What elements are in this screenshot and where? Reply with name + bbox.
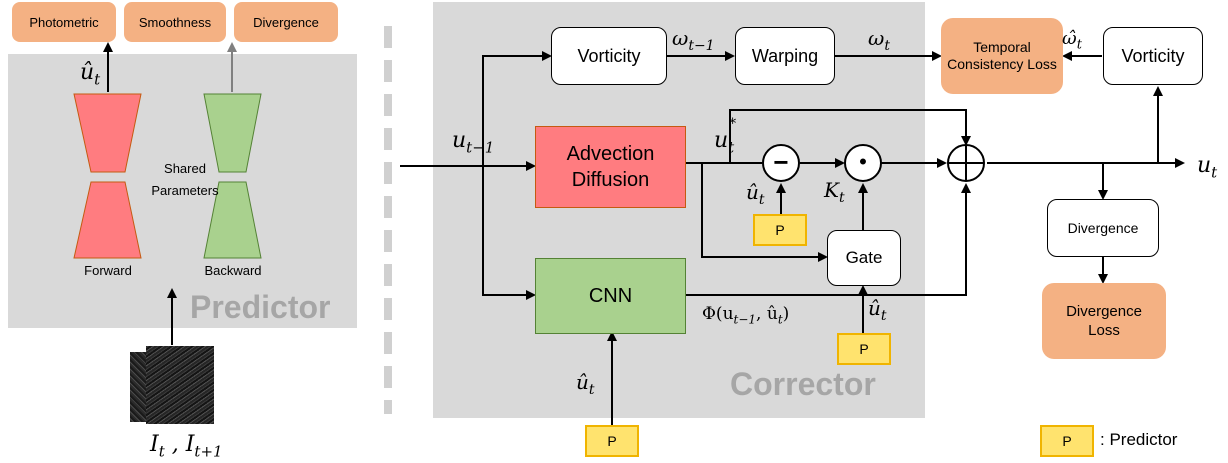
temporal-consistency-loss-box: Temporal Consistency Loss (941, 18, 1063, 94)
input-image-front (146, 346, 214, 424)
backward-label: Backward (204, 263, 262, 278)
input-frames-label: It , It+1 (150, 432, 223, 461)
divergence-box: Divergence (1047, 199, 1159, 257)
forward-decoder-trapezoid (73, 181, 142, 259)
vorticity-right-box: Vorticity (1103, 27, 1203, 85)
minus-operator-circle (762, 144, 800, 182)
minus-symbol: − (773, 146, 789, 177)
predictor-box-minus: P (753, 214, 807, 246)
divergence-loss-box-predictor: Divergence (234, 2, 338, 42)
corrector-title: Corrector (730, 366, 876, 402)
u-hat-label-minus: ût (746, 180, 765, 208)
photometric-loss-box: Photometric (12, 2, 116, 42)
dot-operator-circle (844, 144, 882, 182)
vorticity-box: Vorticity (551, 27, 667, 85)
u-hat-label-cnn: ût (576, 370, 595, 398)
u-star-label: u*t (714, 116, 737, 157)
divergence-loss-box: Divergence Loss (1042, 283, 1166, 359)
predictor-title: Predictor (190, 289, 331, 325)
omega-t-label: ωt (868, 26, 890, 54)
k-t-label: Kt (824, 178, 845, 206)
legend-predictor-text: : Predictor (1100, 430, 1178, 449)
u-out-label: ut (1197, 153, 1218, 182)
legend-predictor-box: P (1040, 425, 1094, 457)
omega-prev-label: ωt−1 (672, 26, 715, 54)
omega-hat-label: ω̂t (1062, 28, 1082, 53)
u-hat-label-gate: ût (868, 296, 887, 324)
cnn-box: CNN (535, 258, 686, 334)
warping-box: Warping (735, 27, 835, 85)
backward-encoder-trapezoid (203, 93, 262, 173)
predictor-box-gate: P (837, 333, 891, 365)
gate-box: Gate (827, 230, 901, 286)
phi-label: Φ(ut−1, ût) (702, 304, 790, 327)
backward-decoder-trapezoid (203, 181, 262, 259)
separator-dashed-line (384, 26, 392, 414)
u-prev-label: ut−1 (452, 128, 495, 157)
forward-label: Forward (84, 263, 132, 278)
dot-symbol: • (859, 149, 867, 174)
predictor-output-label: ût (80, 60, 101, 89)
forward-encoder-trapezoid (73, 93, 142, 173)
predictor-panel (8, 54, 357, 328)
predictor-box-cnn: P (585, 425, 639, 457)
smoothness-loss-box: Smoothness (124, 2, 226, 42)
